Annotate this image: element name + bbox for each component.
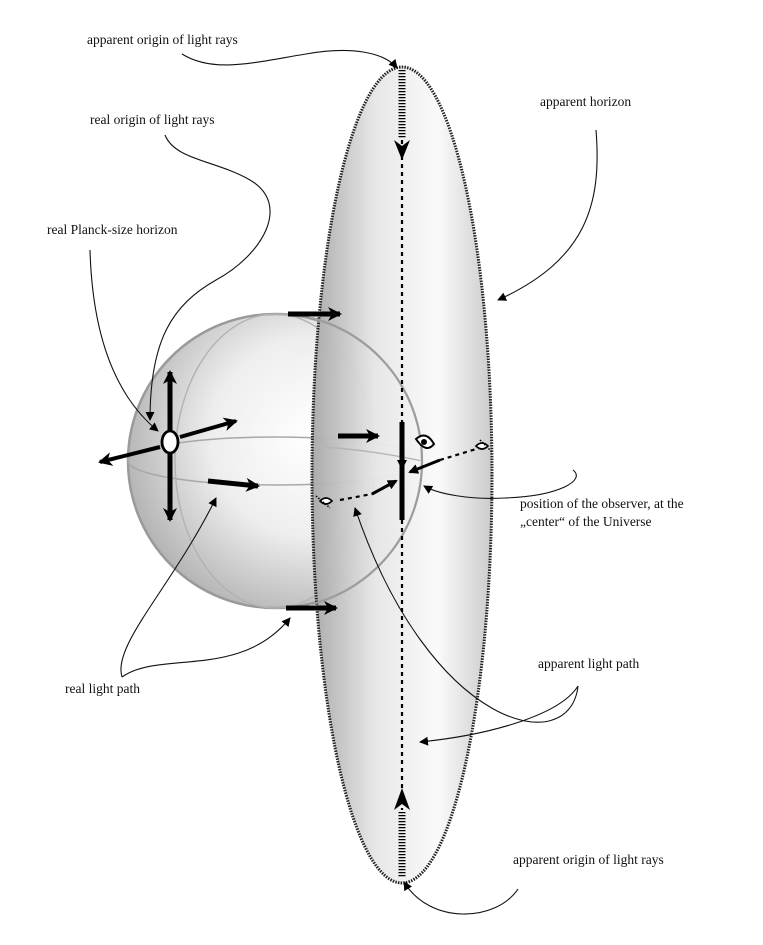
- horizon-entry-markers: [315, 439, 493, 509]
- eye-icon: [414, 434, 436, 449]
- label-apparent-origin-bottom: apparent origin of light rays: [513, 852, 664, 867]
- real-light-path-arrows: [207, 307, 380, 615]
- real-origin-node: [98, 370, 238, 522]
- label-observer-line1: position of the observer, at the: [520, 496, 684, 511]
- vertical-apparent-rays: [394, 70, 410, 878]
- label-apparent-origin-top: apparent origin of light rays: [87, 32, 238, 47]
- label-apparent-light-path: apparent light path: [538, 656, 639, 671]
- leader-lines: [89, 49, 598, 915]
- label-real-origin: real origin of light rays: [90, 112, 214, 127]
- label-observer-line2: „center“ of the Universe: [520, 514, 652, 529]
- label-apparent-horizon: apparent horizon: [540, 94, 631, 109]
- label-real-light-path: real light path: [65, 681, 140, 696]
- label-real-planck-horizon: real Planck-size horizon: [47, 222, 178, 237]
